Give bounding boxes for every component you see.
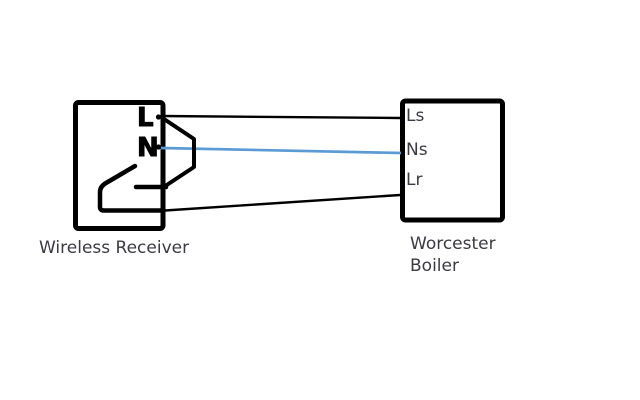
boiler-terminal-ls-label: Ls [406,106,425,126]
live-link-wire [159,115,196,188]
boiler-terminal-ns-label: Ns [406,140,428,160]
receiver-box [73,100,166,231]
receiver-label: Wireless Receiver [39,238,190,258]
neutral-terminal-dot [155,144,162,150]
receiver-terminal-n-label: N [137,133,160,163]
boiler-box [400,98,505,223]
receiver-terminal-l-label: L [137,103,155,133]
boiler-label: Worcester Boiler [410,234,496,276]
live-wire [160,114,401,120]
switched-live-wire [164,193,401,212]
boiler-terminal-lr-label: Lr [406,170,423,190]
neutral-wire [160,146,402,155]
switch-arm [97,163,167,213]
